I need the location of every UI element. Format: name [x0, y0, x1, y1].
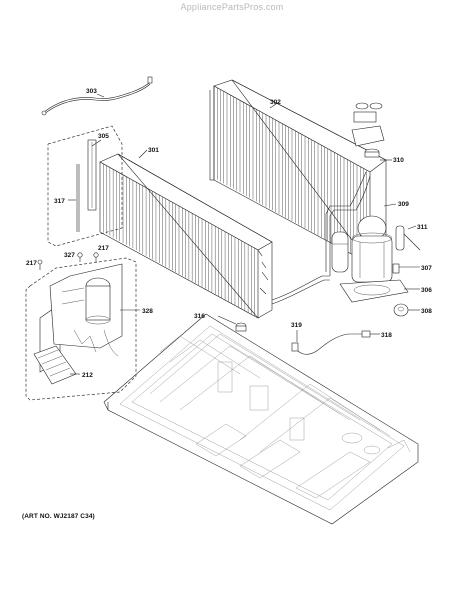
callout-217-top: 217 [98, 245, 109, 252]
callout-319: 319 [291, 322, 302, 329]
callout-311: 311 [417, 224, 428, 231]
part-compressor-assembly [271, 102, 421, 317]
callout-327: 327 [64, 252, 75, 259]
watermark-text: AppliancePartsPros.com [180, 2, 284, 12]
callout-316: 316 [194, 313, 205, 320]
callout-303: 303 [86, 88, 97, 95]
callout-212: 212 [82, 372, 93, 379]
callout-307: 307 [421, 265, 432, 272]
callout-217-left: 217 [26, 260, 37, 267]
callout-310: 310 [393, 157, 404, 164]
part-301-evaporator-coil [99, 153, 273, 319]
part-screws [37, 252, 99, 270]
base-pan [103, 313, 419, 525]
callout-301: 301 [148, 147, 159, 154]
callout-305: 305 [98, 133, 109, 140]
callout-302: 302 [270, 99, 281, 106]
callout-306: 306 [421, 287, 432, 294]
part-318-319-wire [291, 330, 371, 355]
part-302-condenser-coil [209, 79, 387, 265]
callout-309: 309 [398, 201, 409, 208]
group-305-317-dashed [47, 125, 123, 247]
leader-lines [68, 93, 420, 375]
part-316-plug [235, 322, 247, 332]
callout-318: 318 [381, 332, 392, 339]
callout-328: 328 [142, 308, 153, 315]
callout-308: 308 [421, 308, 432, 315]
group-328-control-box [25, 257, 137, 401]
part-303-wire [41, 76, 153, 116]
art-number-label: (ART NO. WJ2187 C34) [22, 513, 95, 520]
callout-317: 317 [54, 198, 65, 205]
